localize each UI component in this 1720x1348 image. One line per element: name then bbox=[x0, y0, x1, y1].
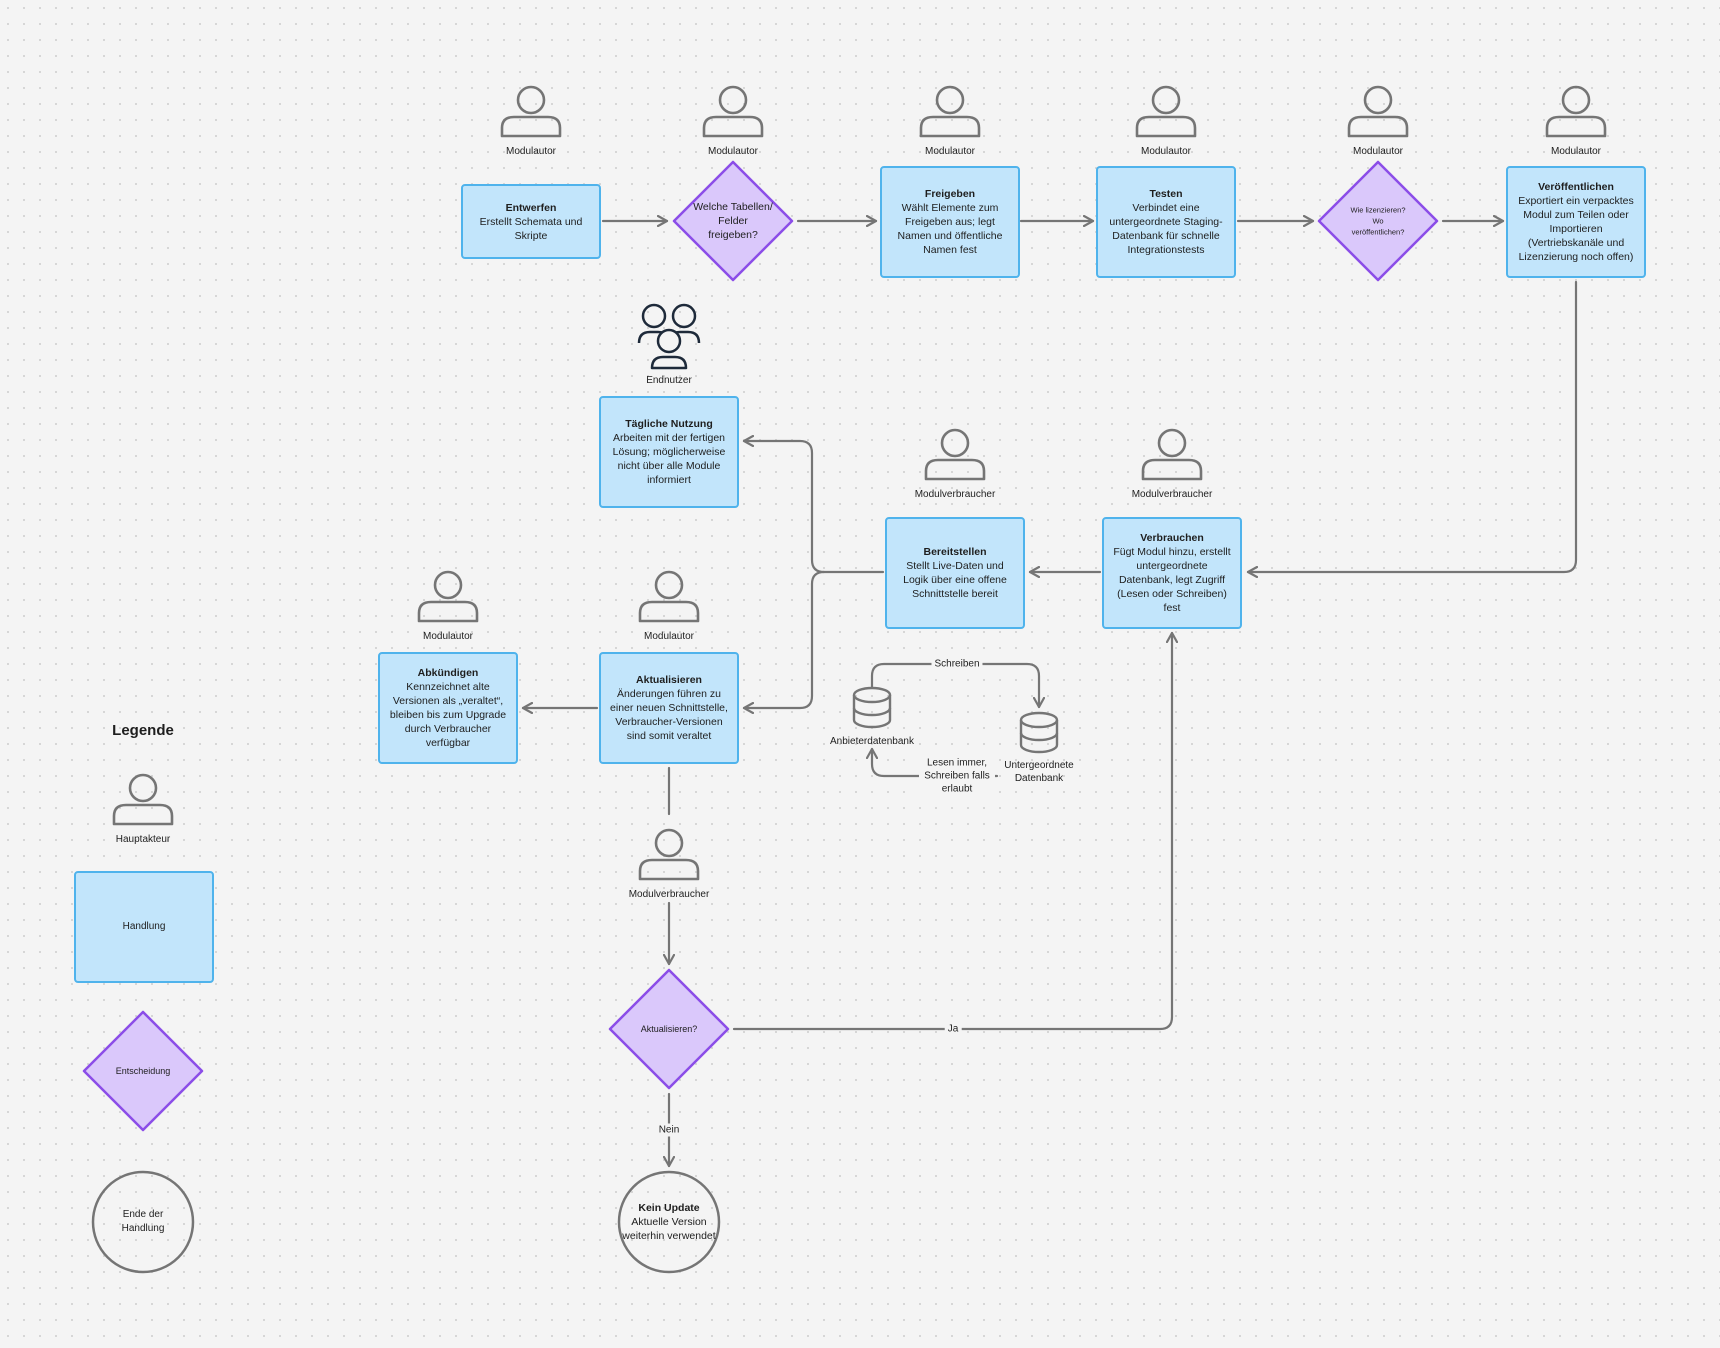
action-aktualisieren: Aktualisieren Änderungen führen zu einer… bbox=[599, 652, 739, 764]
person-icon-modulverbraucher-1 bbox=[924, 428, 986, 481]
connector-bereitstellen-taegliche bbox=[742, 441, 885, 574]
group-users-icon bbox=[637, 303, 701, 370]
legend-actor-label: Hauptakteur bbox=[115, 834, 171, 845]
action-body: Exportiert ein verpacktes Modul zum Teil… bbox=[1518, 195, 1634, 263]
action-body: Wählt Elemente zum Freigeben aus; legt N… bbox=[897, 202, 1003, 256]
action-bereitstellen: Bereitstellen Stellt Live-Daten und Logi… bbox=[885, 517, 1025, 629]
action-body: Änderungen führen zu einer neuen Schnitt… bbox=[610, 688, 728, 742]
person-icon-modulautor-3 bbox=[919, 85, 981, 138]
action-body: Kennzeichnet alte Versionen als „veralte… bbox=[389, 681, 507, 749]
legend-title: Legende bbox=[112, 722, 174, 739]
action-freigeben: Freigeben Wählt Elemente zum Freigeben a… bbox=[880, 166, 1020, 278]
action-title: Veröffentlichen bbox=[1538, 181, 1614, 193]
actor-label-modulautor-5: Modulautor bbox=[1352, 146, 1404, 157]
decision-text-aktualisieren: Aktualisieren? bbox=[640, 1024, 698, 1034]
person-icon-modulautor-8 bbox=[638, 570, 700, 623]
action-title: Entwerfen bbox=[505, 201, 557, 214]
connector-veroeffentlichen-verbrauchen bbox=[1246, 280, 1578, 572]
action-title: Bereitstellen bbox=[923, 546, 987, 558]
action-veroeffentlichen: Veröffentlichen Exportiert ein verpackte… bbox=[1506, 166, 1646, 278]
end-body: Aktuelle Version weiterhin verwendet bbox=[622, 1216, 716, 1242]
person-icon-modulverbraucher-2 bbox=[1141, 428, 1203, 481]
connector-label-ja: Ja bbox=[944, 1022, 962, 1036]
actor-label-modulverbraucher-2: Modulverbraucher bbox=[1131, 489, 1213, 500]
connector-label-nein: Nein bbox=[655, 1123, 683, 1137]
legend-end-label: Ende der Handlung bbox=[121, 1209, 165, 1234]
person-icon-modulautor-2 bbox=[702, 85, 764, 138]
untergeordnete-database-icon bbox=[1019, 711, 1059, 754]
action-verbrauchen: Verbrauchen Fügt Modul hinzu, erstellt u… bbox=[1102, 517, 1242, 629]
end-kein-update: Kein Update Aktuelle Version weiterhin v… bbox=[619, 1201, 719, 1243]
person-icon-modulautor-6 bbox=[1545, 85, 1607, 138]
decision-diamond-tabellen bbox=[672, 160, 794, 282]
connector-label-lesen: Lesen immer, Schreiben falls erlaubt bbox=[919, 756, 995, 796]
decision-line: Wie lizenzieren? bbox=[1350, 205, 1406, 215]
legend-action-label: Handlung bbox=[122, 921, 166, 932]
end-circle-kein-update bbox=[617, 1170, 721, 1274]
person-icon-modulautor-1 bbox=[500, 85, 562, 138]
action-title: Freigeben bbox=[924, 188, 976, 200]
action-title: Testen bbox=[1149, 188, 1183, 200]
action-taegliche-nutzung: Tägliche Nutzung Arbeiten mit der fertig… bbox=[599, 396, 739, 508]
end-title: Kein Update bbox=[638, 1202, 700, 1214]
action-abkuendigen: Abkündigen Kennzeichnet alte Versionen a… bbox=[378, 652, 518, 764]
connector-label-schreiben: Schreiben bbox=[931, 657, 983, 671]
person-icon-modulautor-5 bbox=[1347, 85, 1409, 138]
decision-diamond-aktualisieren bbox=[608, 968, 730, 1090]
action-body: Verbindet eine untergeordnete Staging-Da… bbox=[1109, 202, 1223, 256]
database-label-untergeordnet: Untergeordnete Datenbank bbox=[1004, 760, 1074, 784]
legend-action-box: Handlung bbox=[74, 871, 214, 983]
database-label-anbieter: Anbieterdatenbank bbox=[830, 736, 914, 747]
decision-line: Wo bbox=[1372, 216, 1384, 226]
decision-text-tabellen: Welche Tabellen/ Felder freigeben? bbox=[693, 201, 773, 241]
actor-label-modulautor-2: Modulautor bbox=[707, 146, 759, 157]
actor-label-modulverbraucher-1: Modulverbraucher bbox=[914, 489, 996, 500]
decision-line: veröffentlichen? bbox=[1351, 227, 1405, 237]
actor-label-modulautor-8: Modulautor bbox=[643, 631, 695, 642]
action-body: Arbeiten mit der fertigen Lösung; möglic… bbox=[612, 432, 726, 486]
action-title: Verbrauchen bbox=[1140, 532, 1204, 544]
actor-label-modulautor-3: Modulautor bbox=[924, 146, 976, 157]
action-body: Fügt Modul hinzu, erstellt untergeordnet… bbox=[1113, 546, 1231, 614]
legend-person-icon bbox=[112, 773, 174, 826]
connector-lesen bbox=[872, 747, 999, 778]
actor-label-modulautor-7: Modulautor bbox=[422, 631, 474, 642]
actor-label-modulautor-4: Modulautor bbox=[1140, 146, 1192, 157]
action-body: Stellt Live-Daten und Logik über eine of… bbox=[903, 560, 1007, 600]
legend-decision-diamond bbox=[82, 1010, 204, 1132]
decision-text-lizenz: Wie lizenzieren? Wo veröffentlichen? bbox=[1336, 205, 1420, 238]
legend-end-circle bbox=[91, 1170, 195, 1274]
connector-d3-ja-verbrauchen bbox=[732, 631, 1172, 1031]
action-entwerfen: Entwerfen Erstellt Schemata und Skripte bbox=[461, 184, 601, 259]
actor-label-modulautor-1: Modulautor bbox=[505, 146, 557, 157]
action-body: Erstellt Schemata und Skripte bbox=[479, 215, 583, 242]
action-testen: Testen Verbindet eine untergeordnete Sta… bbox=[1096, 166, 1236, 278]
actor-label-modulverbraucher-3: Modulverbraucher bbox=[628, 889, 710, 900]
person-icon-modulautor-4 bbox=[1135, 85, 1197, 138]
decision-diamond-lizenz bbox=[1317, 160, 1439, 282]
actor-label-modulautor-6: Modulautor bbox=[1550, 146, 1602, 157]
connector-bereitstellen-aktualisieren bbox=[742, 570, 826, 708]
action-title: Tägliche Nutzung bbox=[625, 418, 713, 430]
action-title: Abkündigen bbox=[417, 667, 479, 679]
actor-label-endnutzer: Endnutzer bbox=[646, 375, 692, 386]
action-title: Aktualisieren bbox=[636, 674, 702, 686]
person-icon-modulautor-7 bbox=[417, 570, 479, 623]
anbieter-database-icon bbox=[852, 686, 892, 729]
legend-decision-label: Entscheidung bbox=[115, 1066, 171, 1076]
person-icon-modulverbraucher-3 bbox=[638, 828, 700, 881]
